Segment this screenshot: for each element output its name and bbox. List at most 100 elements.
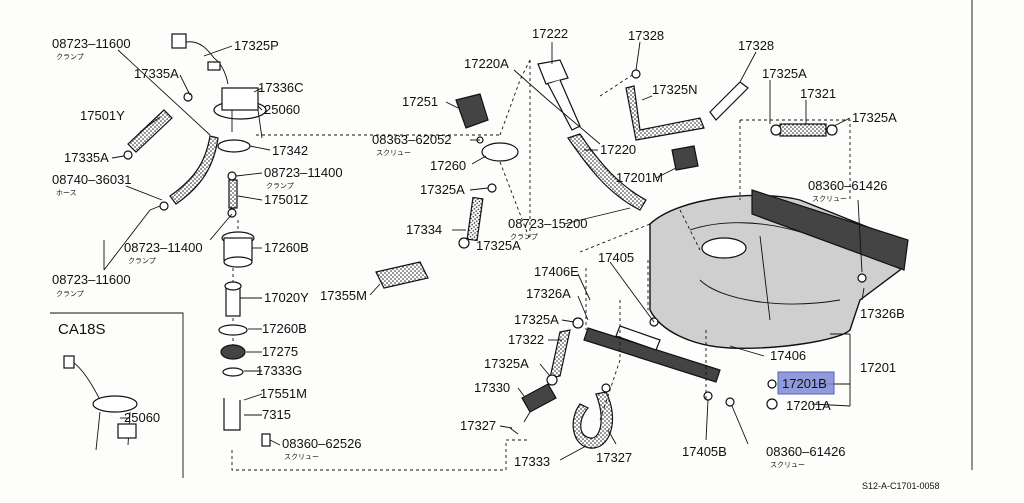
label-screw-d: スクリュー — [770, 461, 805, 469]
fuel-tank — [579, 119, 909, 410]
label-clamp-b: クランプ — [128, 257, 156, 265]
label-clamp-bot: クランプ — [56, 290, 84, 298]
label-17020y: 17020Y — [264, 290, 309, 305]
label-17336c: 17336C — [258, 80, 304, 95]
pump-17330-part — [521, 383, 557, 413]
tank-opening — [701, 237, 747, 259]
label-08723-11600-bot: 08723–11600 — [52, 272, 131, 287]
label-17326a: 17326A — [526, 286, 571, 301]
label-17251: 17251 — [402, 94, 438, 109]
label-17405b: 17405B — [682, 444, 727, 459]
label-17333: 17333 — [514, 454, 550, 469]
reference-code: S12-A-C1701-0058 — [862, 481, 940, 491]
grommet-17260b-mid-part — [218, 324, 248, 336]
label-17501z: 17501Z — [264, 192, 308, 207]
label-17406: 17406 — [770, 348, 806, 363]
label-17201a: 17201A — [786, 398, 831, 413]
connector-part — [171, 33, 187, 49]
label-08363-62052: 08363–62052 — [372, 132, 452, 147]
pipe-17328-part — [709, 81, 749, 121]
bracket-17326b-part — [751, 189, 909, 271]
label-17355m: 17355M — [320, 288, 367, 303]
label-17327-b: 17327 — [596, 450, 632, 465]
label-25060-inset: 25060 — [124, 410, 160, 425]
screw-08360-62526-part — [261, 433, 271, 447]
part-labels: 08723–11600 クランプ 17325P 17335A 17336C 25… — [52, 26, 940, 491]
hose-17220-part — [567, 133, 647, 211]
filler-neck-17222-part — [537, 59, 569, 85]
bracket-17326a-part — [583, 327, 721, 383]
label-08360-61426-b: 08360–61426 — [766, 444, 846, 459]
highlight-17201b[interactable] — [777, 371, 835, 395]
right-leader-lines — [369, 41, 865, 461]
hose-17501z-part — [228, 179, 238, 209]
label-17406e: 17406E — [534, 264, 579, 279]
label-17325a-c: 17325A — [762, 66, 807, 81]
hose-17325n-part — [625, 85, 705, 141]
hose-08740-part — [169, 135, 219, 205]
label-screw-c: スクリュー — [812, 195, 847, 203]
label-7315: 7315 — [262, 407, 291, 422]
bracket-17551m-part — [223, 398, 241, 431]
label-17222: 17222 — [532, 26, 568, 41]
label-17551m: 17551M — [260, 386, 307, 401]
label-17220a: 17220A — [464, 56, 509, 71]
label-25060-main: 25060 — [264, 102, 300, 117]
label-17260b-top: 17260B — [264, 240, 309, 255]
label-17501y: 17501Y — [80, 108, 125, 123]
gasket-17342-part — [217, 139, 251, 153]
label-17322: 17322 — [508, 332, 544, 347]
label-08740-36031: 08740–36031 — [52, 172, 132, 187]
label-screw-a: スクリュー — [284, 453, 319, 461]
pad-17201m-part — [671, 145, 699, 171]
label-17325a-e: 17325A — [514, 312, 559, 327]
label-17333g: 17333G — [256, 363, 302, 378]
label-08723-15200: 08723–15200 — [508, 216, 588, 231]
boot-17251-part — [455, 93, 489, 129]
hose-17334-part — [466, 196, 484, 242]
label-17342: 17342 — [272, 143, 308, 158]
label-17201b[interactable]: 17201B — [782, 376, 827, 391]
label-clamp-top: クランプ — [56, 53, 84, 61]
label-17325a-f: 17325A — [484, 356, 529, 371]
label-17330: 17330 — [474, 380, 510, 395]
label-08723-11400-b: 08723–11400 — [124, 240, 203, 255]
label-17321: 17321 — [800, 86, 836, 101]
label-17405: 17405 — [598, 250, 634, 265]
hose-17322-part — [549, 329, 571, 379]
clip-17333g-part — [222, 367, 244, 377]
left-leader-lines — [103, 45, 281, 446]
label-17335a-mid: 17335A — [64, 150, 109, 165]
label-clamp-c: クランプ — [510, 233, 538, 241]
label-17325p: 17325P — [234, 38, 279, 53]
inset-pump-flange — [92, 395, 138, 413]
label-17325a-d: 17325A — [852, 110, 897, 125]
label-clamp-a: クランプ — [266, 182, 294, 190]
label-17325a-a: 17325A — [420, 182, 465, 197]
label-17335a-top: 17335A — [134, 66, 179, 81]
inset-title: CA18S — [58, 321, 106, 338]
filler-assembly — [375, 59, 699, 289]
hose-17321-part — [779, 123, 827, 137]
label-17201: 17201 — [860, 360, 896, 375]
label-screw-b: スクリュー — [376, 149, 411, 157]
hose-17501y-part — [127, 109, 173, 153]
label-17328-b: 17328 — [738, 38, 774, 53]
label-08723-11600-top: 08723–11600 — [52, 36, 131, 51]
label-17201m: 17201M — [616, 170, 663, 185]
ca18s-inset — [50, 312, 184, 478]
label-17325a-b: 17325A — [476, 238, 521, 253]
label-08360-61426-a: 08360–61426 — [808, 178, 888, 193]
label-17334: 17334 — [406, 222, 442, 237]
pad-17355m-part — [375, 261, 429, 289]
label-17220: 17220 — [600, 142, 636, 157]
label-17328-a: 17328 — [628, 28, 664, 43]
clamp-17325p-part — [207, 61, 221, 71]
breather-hoses — [625, 69, 838, 141]
label-17260b-mid: 17260B — [262, 321, 307, 336]
label-08723-11400-a: 08723–11400 — [264, 165, 343, 180]
inset-frame — [50, 312, 184, 478]
label-17327-a: 17327 — [460, 418, 496, 433]
label-17326b: 17326B — [860, 306, 905, 321]
